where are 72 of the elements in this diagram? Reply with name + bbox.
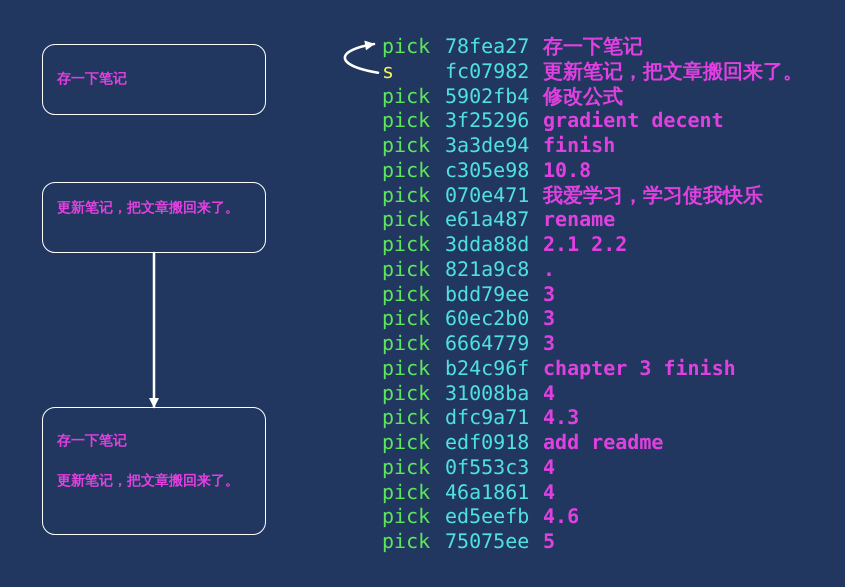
commit-message: finish [543, 133, 616, 157]
commit-hash: e61a487 [445, 207, 530, 232]
command-word: pick [382, 232, 430, 256]
command-word: s [382, 58, 394, 83]
command-word: pick [382, 529, 430, 553]
commit-message: 3 [543, 282, 556, 306]
commit-hash: ed5eefb [445, 504, 530, 528]
command-word: pick [382, 133, 430, 157]
commit-message: 4 [543, 380, 556, 404]
commit-hash: 31008ba [445, 380, 530, 404]
commit-hash: 75075ee [445, 529, 530, 553]
command-word: pick [382, 504, 430, 528]
command-word: pick [382, 430, 430, 454]
commit-hash: b24c96f [445, 356, 530, 380]
command-word: pick [382, 256, 430, 281]
commit-message: 2.1 2.2 [543, 232, 628, 256]
command-word: pick [382, 380, 430, 404]
command-word: pick [382, 34, 430, 58]
commit-message: gradient decent [543, 108, 724, 132]
commit-box [42, 407, 266, 535]
command-word: pick [382, 306, 430, 330]
commit-hash: bdd79ee [445, 282, 530, 306]
commit-message: 存一下笔记 [543, 34, 643, 58]
command-word: pick [382, 207, 430, 232]
commit-box [42, 182, 266, 253]
commit-hash: dfc9a71 [445, 405, 530, 430]
commit-message: chapter 3 finish [543, 356, 736, 380]
commit-message: 3 [543, 331, 556, 355]
commit-hash: 60ec2b0 [445, 306, 530, 330]
commit-message: 修改公式 [543, 84, 623, 108]
commit-hash: 78fea27 [445, 34, 530, 58]
commit-message: 存一下笔记 [57, 70, 128, 89]
commit-hash: 070e471 [445, 182, 530, 206]
commit-message: 10.8 [543, 158, 592, 182]
commit-message: 存一下笔记 [57, 432, 128, 451]
command-word: pick [382, 108, 430, 132]
commit-box [42, 44, 266, 115]
arrow [149, 252, 159, 408]
commit-message: rename [543, 207, 616, 232]
command-word: pick [382, 480, 430, 504]
commit-message: 4 [543, 480, 556, 504]
commit-message: 3 [543, 306, 556, 330]
command-word: pick [382, 182, 430, 206]
commit-hash: 3a3de94 [445, 133, 530, 157]
commit-message: 更新笔记，把文章搬回来了。 [57, 198, 240, 218]
command-word: pick [382, 84, 430, 108]
commit-hash: 3f25296 [445, 108, 530, 132]
commit-hash: fc07982 [445, 58, 530, 83]
command-word: pick [382, 454, 430, 479]
commit-hash: 46a1861 [445, 480, 530, 504]
commit-hash: 821a9c8 [445, 256, 530, 281]
commit-hash: 5902fb4 [445, 84, 530, 108]
commit-hash: 6664779 [445, 331, 530, 355]
commit-hash: c305e98 [445, 158, 530, 182]
commit-message: 5 [543, 529, 556, 553]
commit-message: . [543, 256, 556, 281]
arrow [344, 40, 380, 74]
commit-message: 4.6 [543, 504, 580, 528]
command-word: pick [382, 356, 430, 380]
commit-message: 4 [543, 454, 556, 479]
commit-hash: 3dda88d [445, 232, 530, 256]
commit-message: 更新笔记，把文章搬回来了。 [57, 472, 240, 491]
command-word: pick [382, 282, 430, 306]
command-word: pick [382, 405, 430, 430]
commit-message: 我爱学习，学习使我快乐 [543, 182, 763, 206]
command-word: pick [382, 331, 430, 355]
commit-hash: edf0918 [445, 430, 530, 454]
commit-message: 4.3 [543, 405, 580, 430]
commit-hash: 0f553c3 [445, 454, 530, 479]
command-word: pick [382, 158, 430, 182]
commit-message: 更新笔记，把文章搬回来了。 [543, 58, 803, 83]
commit-message: add readme [543, 430, 664, 454]
